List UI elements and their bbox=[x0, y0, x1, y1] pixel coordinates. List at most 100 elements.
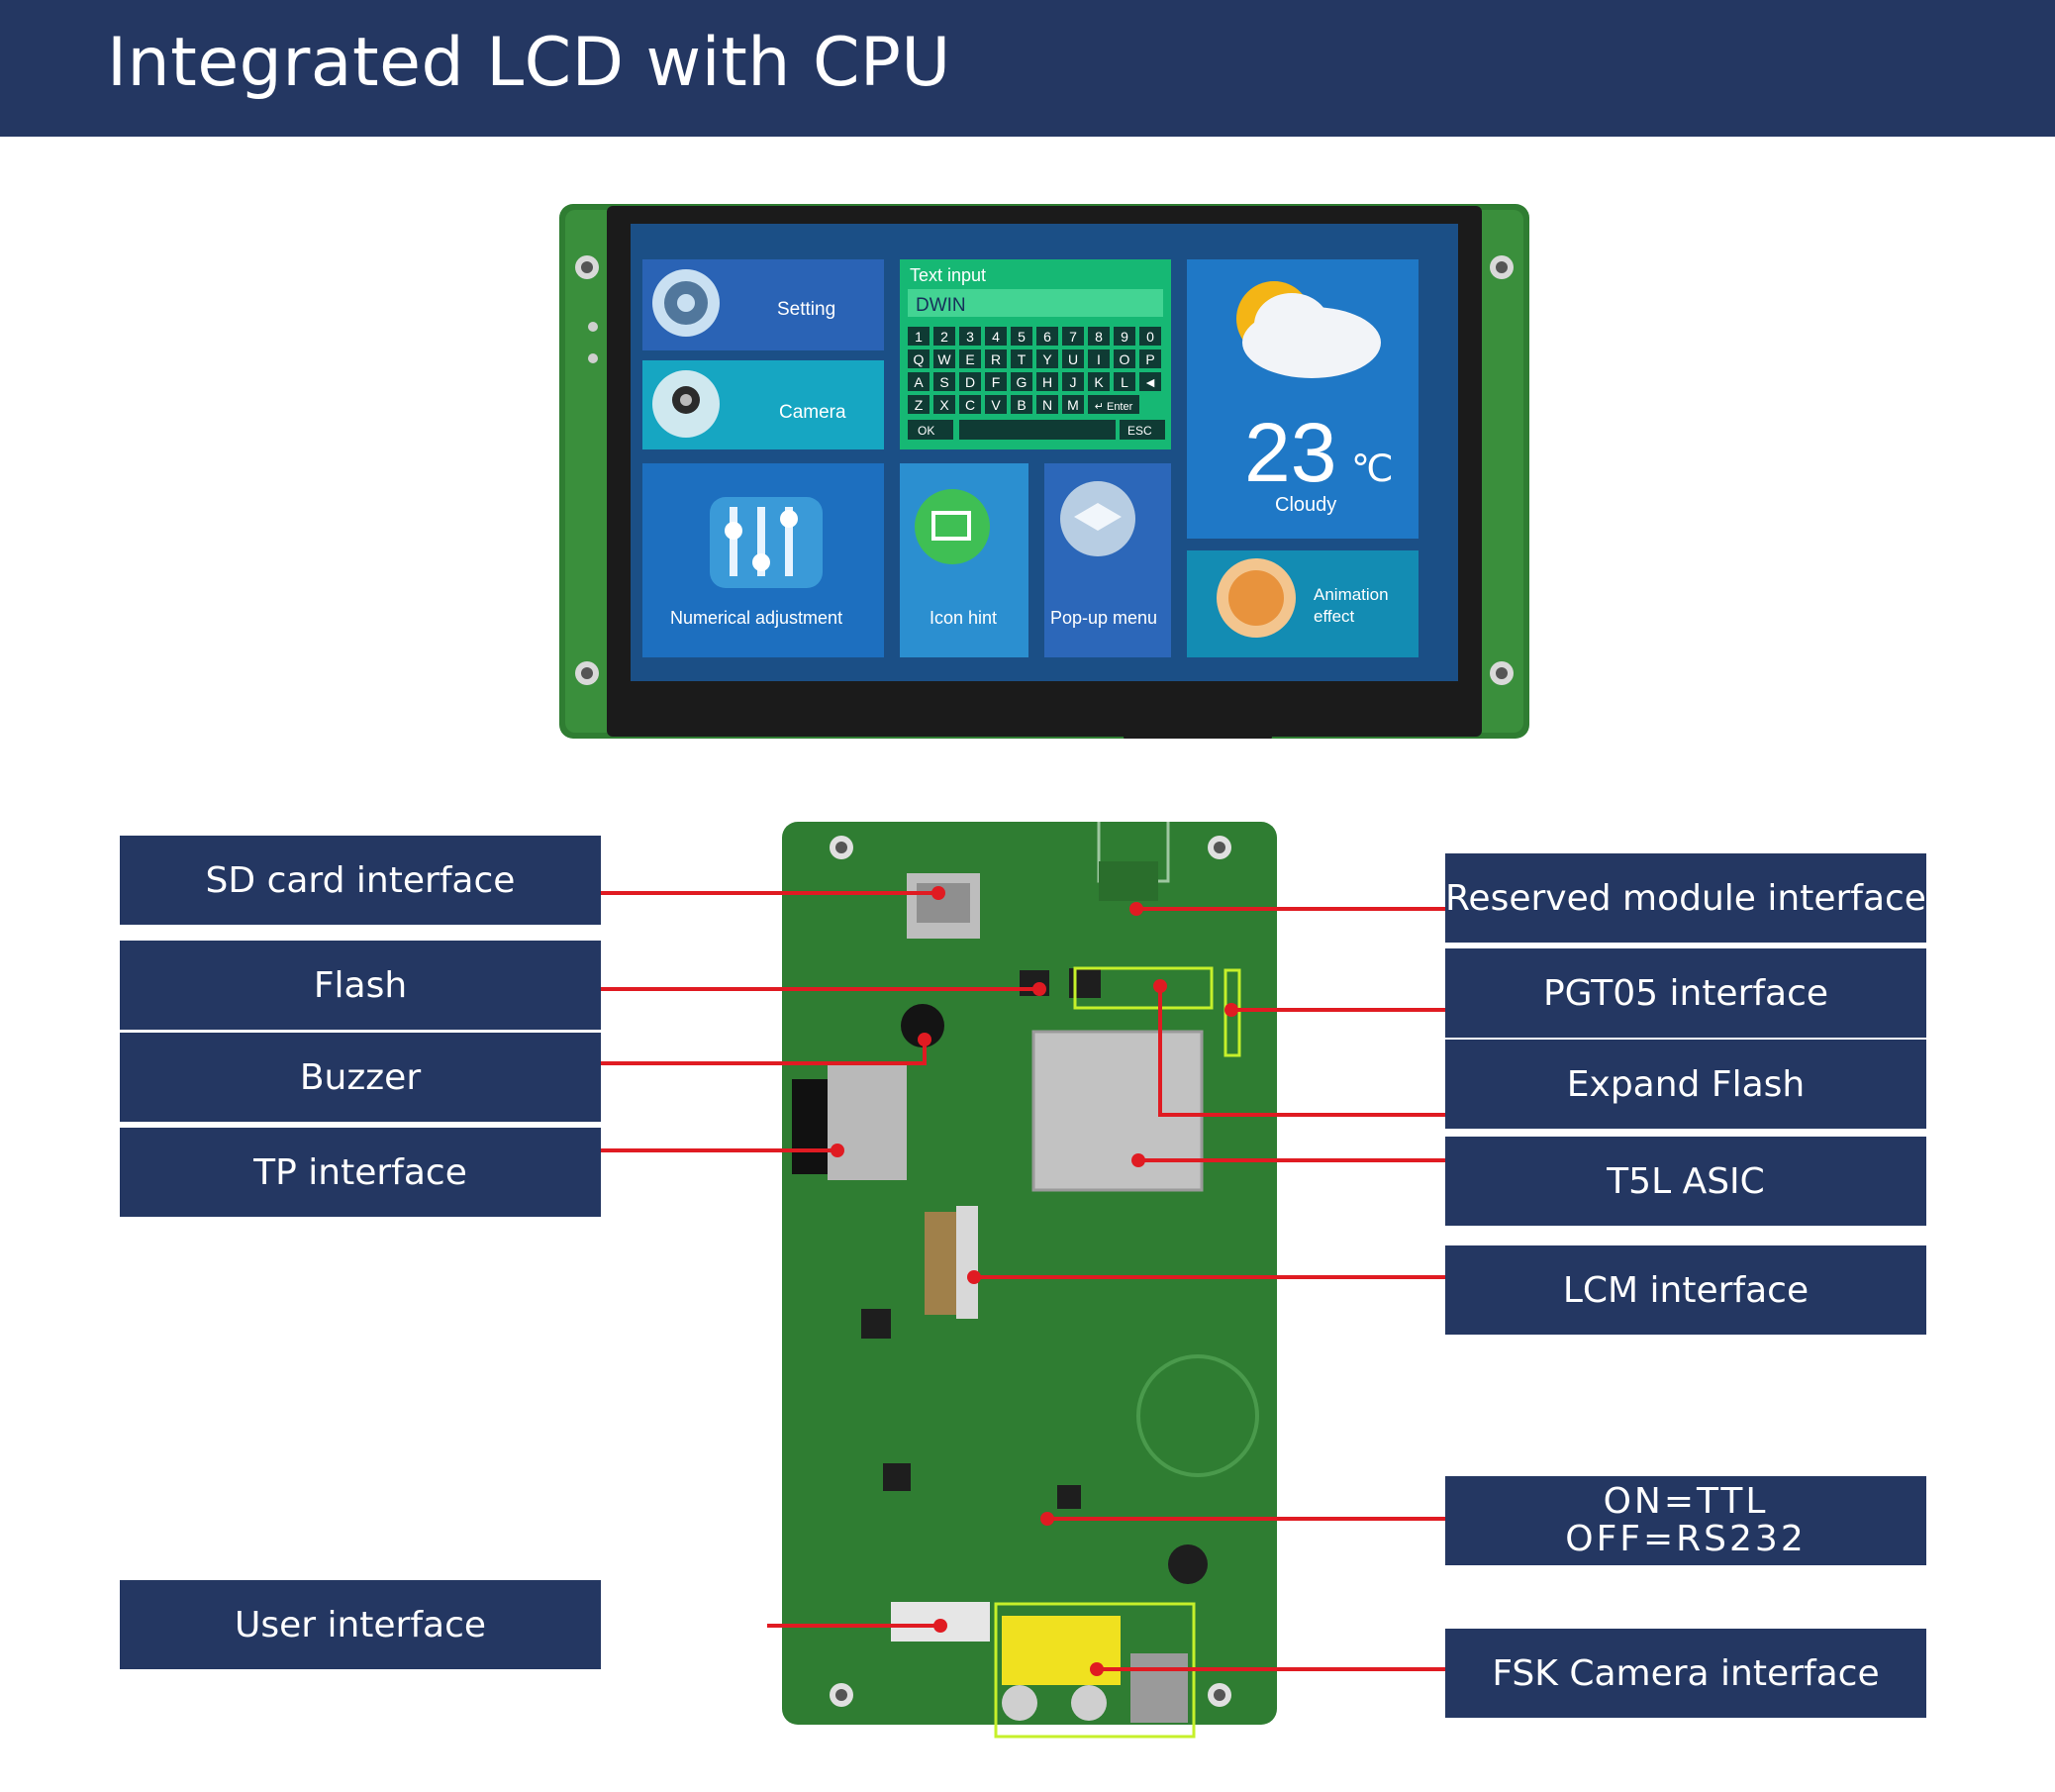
page-title: Integrated LCD with CPU bbox=[107, 24, 951, 102]
label-on-ttl: ON=TTL bbox=[1603, 1481, 1769, 1522]
label-user-interface: User interface bbox=[120, 1580, 601, 1669]
keyboard-key: F bbox=[992, 374, 1001, 390]
tile-icon-hint-label: Icon hint bbox=[930, 608, 997, 628]
keyboard-key: 3 bbox=[966, 329, 974, 345]
keyboard-key: N bbox=[1042, 397, 1052, 413]
keyboard-key: O bbox=[1120, 351, 1130, 367]
keyboard-key-bg bbox=[1114, 372, 1135, 391]
keyboard-key: 5 bbox=[1018, 329, 1026, 345]
keyboard-key-bg bbox=[1036, 395, 1058, 414]
keyboard-key-bg bbox=[1036, 327, 1058, 346]
label-flash: Flash bbox=[120, 941, 601, 1030]
keyboard-key: C bbox=[965, 397, 975, 413]
keyboard-key-bg bbox=[933, 349, 955, 368]
text-input-value: DWIN bbox=[916, 295, 966, 316]
keyboard-key-bg bbox=[1062, 349, 1084, 368]
key-esc: ESC bbox=[1127, 424, 1152, 438]
keyboard-key: T bbox=[1018, 351, 1027, 367]
keyboard-key: I bbox=[1097, 351, 1101, 367]
keyboard-key-bg bbox=[1139, 327, 1161, 346]
keyboard-key-bg bbox=[933, 327, 955, 346]
keyboard-key: 2 bbox=[940, 329, 948, 345]
keyboard-key: Y bbox=[1042, 351, 1052, 367]
weather-temperature: 23 bbox=[1244, 406, 1336, 499]
keyboard-key-bg bbox=[1088, 327, 1110, 346]
header-bar: Integrated LCD with CPU bbox=[0, 0, 2055, 137]
keyboard-key-bg bbox=[1088, 349, 1110, 368]
keyboard-key: Z bbox=[915, 397, 924, 413]
keyboard-key-bg bbox=[1062, 372, 1084, 391]
label-sd-card: SD card interface bbox=[120, 836, 601, 925]
tile-animation-label-2: effect bbox=[1314, 607, 1355, 626]
keyboard-key-bg bbox=[985, 349, 1007, 368]
label-tp-interface: TP interface bbox=[120, 1128, 601, 1217]
keyboard-key-bg bbox=[933, 372, 955, 391]
label-lcm-interface: LCM interface bbox=[1445, 1245, 1926, 1335]
keyboard-key: S bbox=[939, 374, 948, 390]
keyboard-key: G bbox=[1017, 374, 1028, 390]
keyboard-key-bg bbox=[908, 395, 930, 414]
keyboard-key-bg bbox=[1011, 327, 1032, 346]
keyboard-key-bg bbox=[908, 372, 930, 391]
keyboard-key: K bbox=[1094, 374, 1104, 390]
keyboard-key: E bbox=[965, 351, 974, 367]
keyboard-key-bg bbox=[985, 395, 1007, 414]
keyboard-key: 0 bbox=[1146, 329, 1154, 345]
label-on-off-mode: ON=TTL OFF=RS232 bbox=[1445, 1476, 1926, 1565]
keyboard-key: J bbox=[1070, 374, 1077, 390]
keyboard-key-bg bbox=[959, 395, 981, 414]
label-expand-flash: Expand Flash bbox=[1445, 1040, 1926, 1129]
keyboard-key: B bbox=[1017, 397, 1026, 413]
keyboard-key: 8 bbox=[1095, 329, 1103, 345]
keyboard-key-bg bbox=[933, 395, 955, 414]
keyboard-key: H bbox=[1042, 374, 1052, 390]
keyboard-key: 1 bbox=[915, 329, 923, 345]
tile-numerical-label: Numerical adjustment bbox=[670, 608, 842, 628]
keyboard-key: X bbox=[939, 397, 949, 413]
keyboard-key-bg bbox=[1062, 327, 1084, 346]
label-reserved-module: Reserved module interface bbox=[1445, 853, 1926, 943]
keyboard-key: V bbox=[991, 397, 1001, 413]
keyboard-key: A bbox=[914, 374, 924, 390]
keyboard-key-bg bbox=[1088, 372, 1110, 391]
weather-condition: Cloudy bbox=[1275, 494, 1336, 516]
keyboard-key-bg bbox=[1011, 395, 1032, 414]
label-pgt05: PGT05 interface bbox=[1445, 948, 1926, 1038]
label-off-rs232: OFF=RS232 bbox=[1565, 1519, 1807, 1559]
tile-popup-label: Pop-up menu bbox=[1050, 608, 1157, 628]
keyboard-key: W bbox=[937, 351, 951, 367]
label-t5l-asic: T5L ASIC bbox=[1445, 1137, 1926, 1226]
keyboard-key: 6 bbox=[1043, 329, 1051, 345]
keyboard-key-bg bbox=[1114, 327, 1135, 346]
keyboard-key: R bbox=[991, 351, 1001, 367]
keyboard-key: D bbox=[965, 374, 975, 390]
keyboard-key-bg bbox=[908, 327, 930, 346]
keyboard-key-bg bbox=[985, 372, 1007, 391]
label-fsk-camera: FSK Camera interface bbox=[1445, 1629, 1926, 1718]
tile-animation-label-1: Animation bbox=[1314, 585, 1389, 604]
keyboard-key-bg bbox=[959, 349, 981, 368]
tile-text-input-label: Text input bbox=[910, 265, 986, 285]
pcb-board-illustration bbox=[782, 822, 1277, 1739]
keyboard-key: ↵ Enter bbox=[1095, 401, 1133, 413]
weather-unit: ℃ bbox=[1351, 448, 1394, 490]
keyboard-key-bg bbox=[1036, 349, 1058, 368]
keyboard-key-bg bbox=[908, 349, 930, 368]
tile-camera-label: Camera bbox=[779, 402, 846, 423]
keyboard-key-bg bbox=[1011, 349, 1032, 368]
keyboard-key: P bbox=[1145, 351, 1154, 367]
keyboard-key-bg bbox=[1088, 395, 1139, 414]
keyboard-key: 4 bbox=[992, 329, 1000, 345]
tile-setting-label: Setting bbox=[777, 299, 835, 320]
keyboard-key: 9 bbox=[1121, 329, 1128, 345]
keyboard-key: L bbox=[1121, 374, 1128, 390]
label-buzzer: Buzzer bbox=[120, 1033, 601, 1122]
keyboard-key-bg bbox=[1139, 372, 1161, 391]
keyboard-key-bg bbox=[1114, 349, 1135, 368]
keyboard-key: Q bbox=[914, 351, 925, 367]
keyboard-key-bg bbox=[1062, 395, 1084, 414]
keyboard-key-bg bbox=[1036, 372, 1058, 391]
keyboard-key: M bbox=[1067, 397, 1079, 413]
